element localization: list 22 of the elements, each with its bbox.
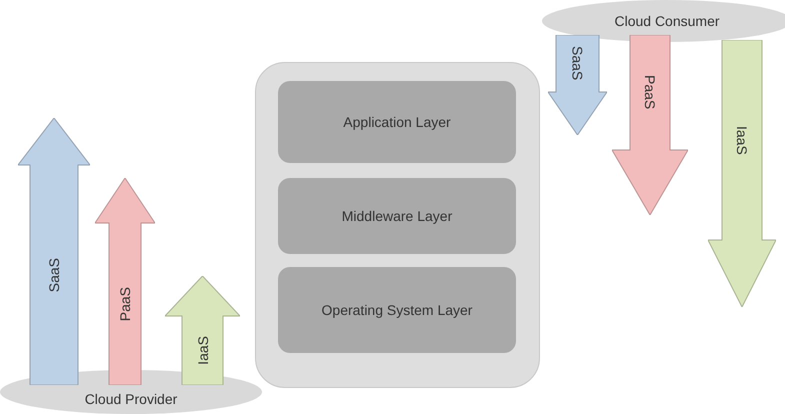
ellipse-label: Cloud Consumer — [614, 13, 720, 29]
layer-box — [278, 81, 516, 163]
block-arrow — [612, 35, 688, 215]
ellipse-label: Cloud Provider — [84, 391, 178, 407]
edge-label: PaaS — [117, 286, 133, 322]
ellipse-base — [542, 0, 785, 42]
block-arrow — [95, 178, 155, 385]
layer-label: Application Layer — [343, 114, 451, 130]
block-arrow — [548, 35, 607, 135]
block-arrow — [708, 40, 776, 307]
edge-label: PaaS — [642, 75, 658, 110]
edge-label: SaaS — [46, 258, 62, 292]
layer-box — [278, 178, 516, 254]
edge-label: IaaS — [194, 336, 210, 365]
edge-label: IaaS — [734, 126, 750, 154]
layer-label: Middleware Layer — [342, 208, 452, 224]
block-arrow — [165, 276, 240, 385]
layer-label: Operating System Layer — [322, 302, 472, 318]
layer-box — [278, 267, 516, 353]
stack-panel — [255, 62, 540, 388]
edge-label: SaaS — [570, 46, 586, 81]
block-arrow — [18, 118, 90, 385]
